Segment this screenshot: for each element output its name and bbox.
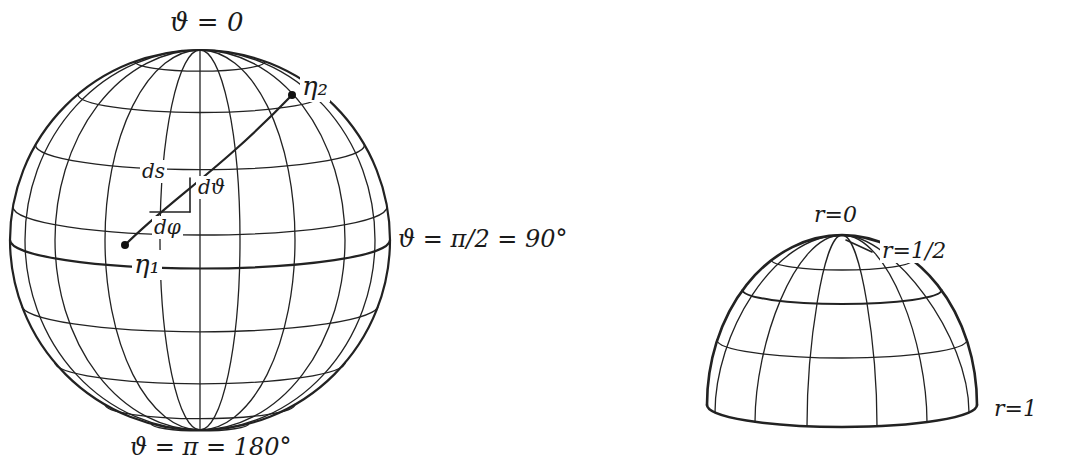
angle-label: ϑ = π = 180° bbox=[128, 434, 293, 462]
element-label: dφ bbox=[152, 216, 183, 239]
angle-label: ϑ = 0 bbox=[168, 8, 245, 38]
element-label: dϑ bbox=[196, 176, 227, 199]
radius-label: r=1 bbox=[992, 396, 1039, 421]
angle-label: ϑ = π/2 = 90° bbox=[396, 226, 570, 254]
radius-label: r=1/2 bbox=[880, 238, 948, 263]
point-label: η₁ bbox=[132, 250, 162, 280]
radius-label: r=0 bbox=[812, 202, 859, 227]
element-label: ds bbox=[140, 160, 167, 183]
point-label: η₂ bbox=[300, 72, 330, 102]
